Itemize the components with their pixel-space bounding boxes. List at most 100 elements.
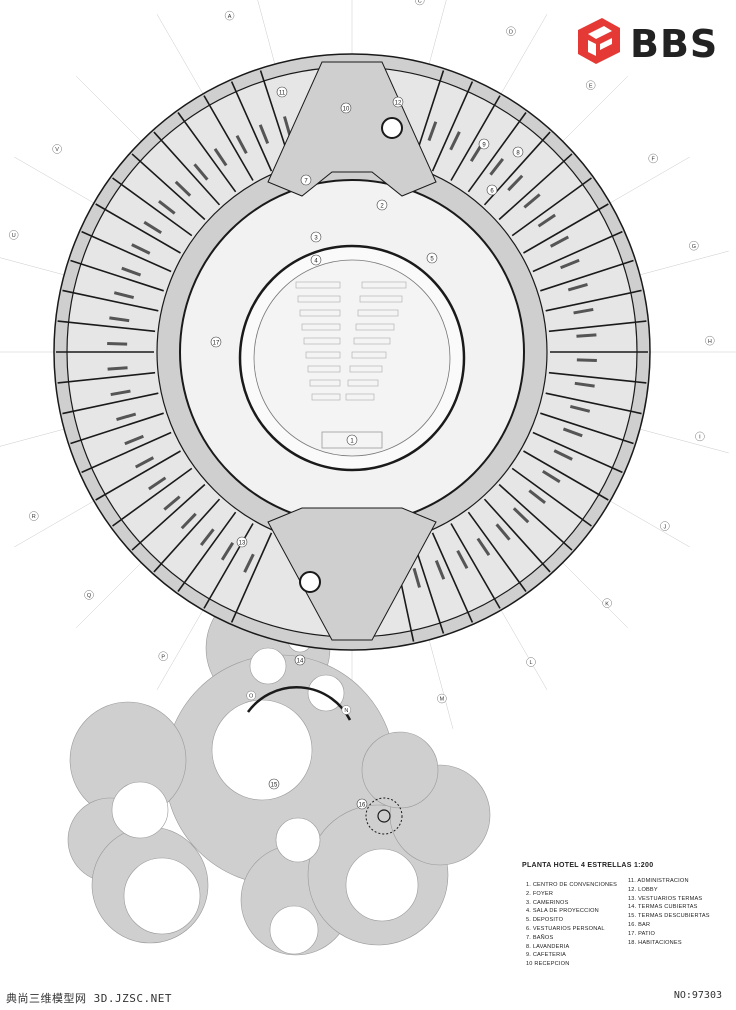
- room-number-marker: [346, 434, 358, 446]
- room-wall: [70, 259, 164, 292]
- legend-item: 11. ADMINISTRACION: [628, 878, 689, 884]
- room-wall: [412, 540, 445, 634]
- seating-row: [357, 309, 399, 317]
- bathroom-block: [537, 213, 556, 228]
- bathroom-block: [449, 131, 461, 151]
- room-wall: [153, 498, 221, 573]
- bathroom-block: [512, 507, 530, 524]
- bathroom-block: [180, 512, 197, 530]
- room-number: 7: [304, 178, 308, 184]
- bathroom-block: [148, 476, 167, 491]
- seating-row: [295, 281, 341, 289]
- room-wall: [57, 371, 156, 384]
- bathroom-block: [523, 193, 541, 209]
- legend-item: 7. BAÑOS: [526, 934, 554, 941]
- room-wall: [511, 467, 592, 527]
- axis-letter: A: [228, 14, 232, 20]
- room-number-marker: [486, 184, 498, 196]
- room-number-marker: [294, 654, 306, 666]
- room-wall: [70, 412, 164, 445]
- axis-marker: [689, 240, 699, 251]
- axis-marker: [506, 26, 516, 36]
- room-wall: [112, 177, 193, 237]
- axis-letter: L: [529, 660, 532, 666]
- room-number-marker: [356, 798, 368, 810]
- seating-row: [309, 379, 341, 387]
- termas-basin: [211, 699, 313, 801]
- bathroom-block: [456, 549, 469, 570]
- termas-basin: [269, 905, 319, 955]
- axis-marker: [84, 590, 94, 600]
- axis-marker: [526, 657, 536, 667]
- room-wall: [131, 153, 206, 221]
- room-wall: [540, 412, 634, 445]
- axis-marker: [437, 693, 447, 704]
- bathroom-block: [134, 456, 155, 469]
- room-wall: [81, 431, 172, 474]
- room-number-marker: [236, 536, 248, 548]
- room-number-marker: [426, 252, 438, 264]
- legend-item: 12. LOBBY: [628, 886, 658, 893]
- bathroom-block: [495, 523, 511, 541]
- axis-letter: O: [249, 694, 254, 700]
- room-number: 1: [350, 438, 354, 444]
- legend-item: 1. CENTRO DE CONVENCIONES: [526, 882, 618, 888]
- bathroom-block: [507, 174, 524, 192]
- legend-item: 5. DEPOSITO: [526, 917, 564, 924]
- seating-row: [301, 323, 341, 331]
- bathroom-block: [199, 528, 215, 546]
- room-number-marker: [478, 138, 490, 150]
- axis-marker: [29, 511, 39, 521]
- bathroom-block: [258, 124, 270, 144]
- room-wall: [177, 511, 237, 592]
- legend-item: 8. LAVANDERIA: [526, 943, 570, 950]
- plan-labels: 1234567891011121314151617ABCDEFGHIJKLMNO…: [8, 0, 715, 810]
- axis-marker: [660, 521, 670, 531]
- room-wall: [545, 392, 642, 415]
- legend-item: 6. VESTUARIOS PERSONAL: [526, 925, 605, 932]
- seating-row: [305, 351, 341, 359]
- bathroom-block: [109, 316, 130, 323]
- legend-item: 13. VESTUARIOS TERMAS: [628, 895, 703, 902]
- room-number-marker: [340, 102, 352, 114]
- axis-letter: E: [589, 83, 593, 89]
- bathroom-block: [213, 148, 228, 167]
- convention-center: [238, 244, 466, 472]
- seating-row: [303, 337, 341, 345]
- axis-marker: [648, 153, 658, 164]
- axis-letter: U: [12, 233, 16, 239]
- axis-letter: V: [55, 147, 59, 153]
- room-number: 14: [297, 658, 304, 664]
- room-number-marker: [300, 174, 312, 186]
- room-wall: [203, 95, 254, 181]
- seating-row: [311, 393, 341, 401]
- room-wall: [523, 450, 609, 501]
- room-wall: [81, 230, 172, 273]
- legend-item: 3. CAMERINOS: [526, 899, 569, 906]
- room-number: 6: [490, 188, 494, 194]
- model-number: NO:97303: [673, 990, 722, 1001]
- room-number-marker: [392, 96, 404, 108]
- entry-wedge: [267, 507, 437, 641]
- room-wall: [467, 112, 527, 193]
- axis-letter: Q: [87, 593, 92, 599]
- termas-basin: [123, 857, 201, 935]
- room-wall: [131, 483, 206, 551]
- axis-letter: P: [161, 654, 165, 660]
- room-number-marker: [310, 231, 322, 243]
- legend-item: 10 RECEPCION: [526, 961, 570, 968]
- room-wall: [532, 230, 623, 273]
- room-wall: [548, 371, 647, 384]
- legend-item: 16. BAR: [628, 921, 651, 928]
- legend-item: 2. FOYER: [526, 890, 554, 897]
- bathroom-block: [412, 567, 421, 588]
- axis-marker: [695, 431, 705, 442]
- room-number-marker: [310, 254, 322, 266]
- room-number: 2: [380, 203, 384, 209]
- termas-pool: [361, 731, 439, 809]
- seating-row: [345, 393, 375, 401]
- room-wall: [498, 153, 573, 221]
- bathroom-block: [427, 121, 438, 142]
- bathroom-block: [193, 163, 209, 181]
